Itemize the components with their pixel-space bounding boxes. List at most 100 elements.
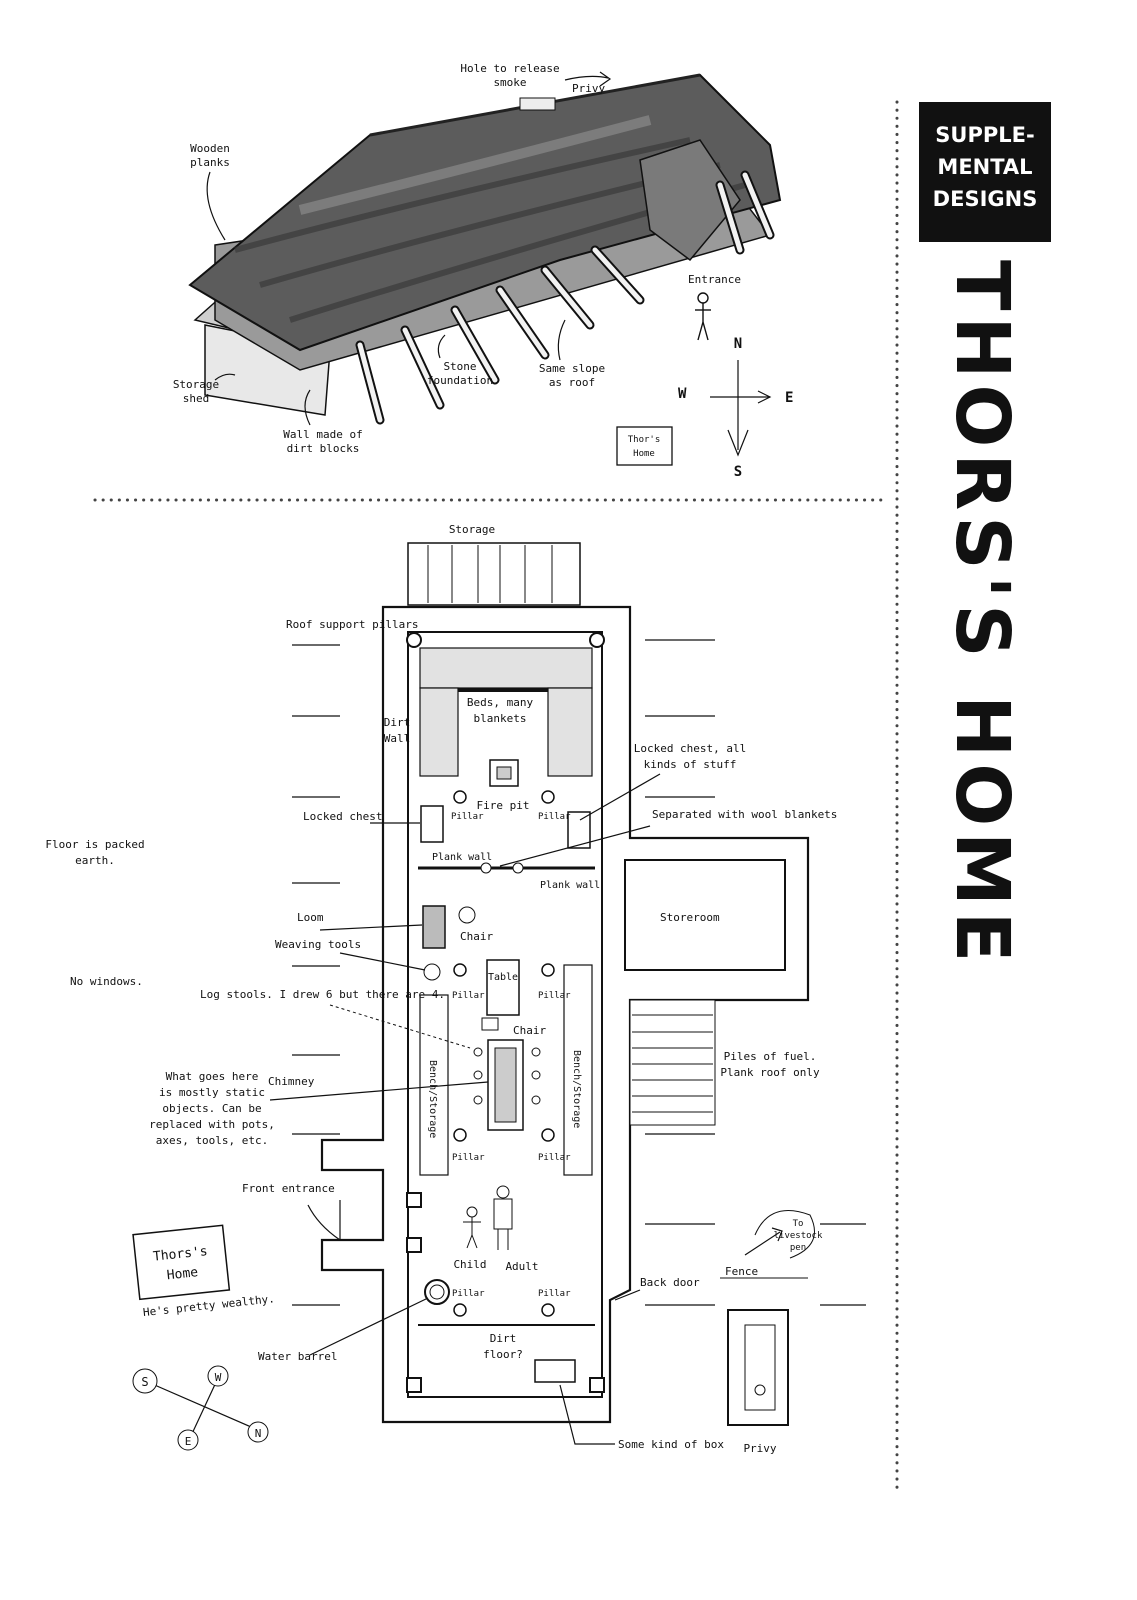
child-figure-icon <box>463 1206 481 1249</box>
svg-text:as roof: as roof <box>549 376 595 389</box>
svg-text:Home: Home <box>166 1265 199 1283</box>
svg-text:Thor's: Thor's <box>628 435 661 445</box>
front-door-icon <box>307 1200 341 1241</box>
rafter-lines <box>292 639 866 1306</box>
svg-text:axes, tools, etc.: axes, tools, etc. <box>156 1134 269 1147</box>
locked-chest-left-icon <box>420 805 444 843</box>
storeroom <box>624 859 786 971</box>
label-box: Some kind of box <box>618 1438 724 1451</box>
compass-w2: W <box>215 1371 222 1384</box>
svg-text:Pillar: Pillar <box>452 1153 485 1163</box>
label-weaving-tools: Weaving tools <box>275 938 361 951</box>
chair-icon <box>458 906 476 924</box>
supplemental-badge: SUPPLE- MENTAL DESIGNS <box>919 102 1051 242</box>
water-barrel-icon <box>424 1279 450 1305</box>
label-floor-earth: Floor is packed <box>45 838 144 851</box>
entrance-gable <box>639 139 741 262</box>
label-front-entrance: Front entrance <box>242 1182 335 1195</box>
page-title: THORS'S HOME <box>939 260 1025 968</box>
longhouse-sketch <box>188 73 782 425</box>
label-locked-chest-left: Locked chest <box>303 810 382 823</box>
svg-text:is mostly static: is mostly static <box>159 1086 265 1099</box>
bench-right <box>563 964 593 1176</box>
svg-text:Chair: Chair <box>513 1024 546 1037</box>
svg-text:Pillar: Pillar <box>452 1289 485 1299</box>
label-loom: Loom <box>297 911 324 924</box>
label-chair: Chair <box>460 930 493 943</box>
label-dirt-wall: Dirt <box>384 716 411 729</box>
plan-labels: Storage Roof support pillars Dirt Wall B… <box>45 523 837 1455</box>
compass-s2: S <box>141 1375 148 1389</box>
label-bench-right: Bench/Storage <box>571 1050 582 1128</box>
label-storeroom: Storeroom <box>660 911 720 924</box>
svg-text:Plank wall: Plank wall <box>540 880 600 891</box>
floor-plan <box>292 542 866 1426</box>
svg-text:floor?: floor? <box>483 1348 523 1361</box>
svg-text:blankets: blankets <box>474 712 527 725</box>
livestock-arrow-icon <box>744 1227 783 1256</box>
svg-text:shed: shed <box>183 392 210 405</box>
chair-icon-2 <box>481 1017 499 1031</box>
svg-text:Pillar: Pillar <box>538 1153 571 1163</box>
person-figure <box>695 292 711 341</box>
bed-left <box>419 687 459 777</box>
thors-home-sign: Thors's Home He's pretty wealthy. <box>132 1224 275 1319</box>
label-fence: Fence <box>725 1265 758 1278</box>
svg-text:Home: Home <box>633 449 655 459</box>
svg-text:Wall: Wall <box>384 732 411 745</box>
label-fuel: Piles of fuel. <box>724 1050 817 1063</box>
label-back-door: Back door <box>640 1276 700 1289</box>
svg-text:objects. Can be: objects. Can be <box>162 1102 261 1115</box>
log-stools <box>473 1047 541 1105</box>
roof-support-pillars <box>406 632 605 1393</box>
label-wooden-planks: Wooden <box>190 142 230 155</box>
plan-compass-icon: S W E N <box>132 1365 269 1451</box>
badge-line-2: MENTAL <box>937 155 1032 179</box>
label-beds: Beds, many <box>467 696 534 709</box>
svg-text:Thors's: Thors's <box>152 1244 208 1265</box>
label-smoke-hole: Hole to release <box>460 62 559 75</box>
svg-text:livestock: livestock <box>774 1231 823 1241</box>
svg-text:earth.: earth. <box>75 854 115 867</box>
label-roof-pillars: Roof support pillars <box>286 618 418 631</box>
label-livestock: To <box>793 1219 804 1229</box>
fuel-piles <box>629 999 716 1126</box>
label-static-objects: What goes here <box>166 1070 259 1083</box>
label-pillar: Pillar <box>451 812 484 822</box>
label-dirt-floor: Dirt <box>490 1332 517 1345</box>
badge-line-1: SUPPLE- <box>935 123 1034 147</box>
label-privy-arrow: Privy <box>572 82 605 95</box>
table-icon <box>486 959 520 1016</box>
label-fire-pit: Fire pit <box>477 799 530 812</box>
label-plank-wall: Plank wall <box>432 852 492 863</box>
label-wall-dirt: Wall made of <box>283 428 362 441</box>
compass-e2: E <box>185 1435 192 1448</box>
label-adult: Adult <box>505 1260 538 1273</box>
sketch-labels: Hole to release smoke Privy Wooden plank… <box>173 62 741 466</box>
label-entrance: Entrance <box>688 273 741 286</box>
svg-text:Pillar: Pillar <box>452 991 485 1001</box>
svg-text:foundation: foundation <box>427 374 493 387</box>
label-stone-foundation: Stone <box>443 360 476 373</box>
smoke-hole <box>519 97 556 111</box>
storage-area <box>407 542 581 606</box>
badge-line-3: DESIGNS <box>933 187 1038 211</box>
compass-e: E <box>785 390 793 406</box>
label-chimney: Chimney <box>268 1075 315 1088</box>
adult-figure-icon <box>493 1185 513 1250</box>
svg-text:dirt blocks: dirt blocks <box>287 442 360 455</box>
loom-icon <box>422 905 446 949</box>
privy-arrow-icon <box>564 71 612 87</box>
weaving-tools-icon <box>423 963 441 981</box>
box-icon <box>534 1359 576 1383</box>
livestock-note-outline <box>754 1210 815 1259</box>
label-storage: Storage <box>449 523 495 536</box>
label-locked-chest-right: Locked chest, all <box>634 742 747 755</box>
label-storage-shed: Storage <box>173 378 219 391</box>
sketch-compass-icon: N S E W <box>678 336 793 480</box>
svg-text:smoke: smoke <box>493 76 526 89</box>
svg-text:Pillar: Pillar <box>538 1289 571 1299</box>
compass-w: W <box>678 386 687 402</box>
compass-n: N <box>734 336 742 352</box>
